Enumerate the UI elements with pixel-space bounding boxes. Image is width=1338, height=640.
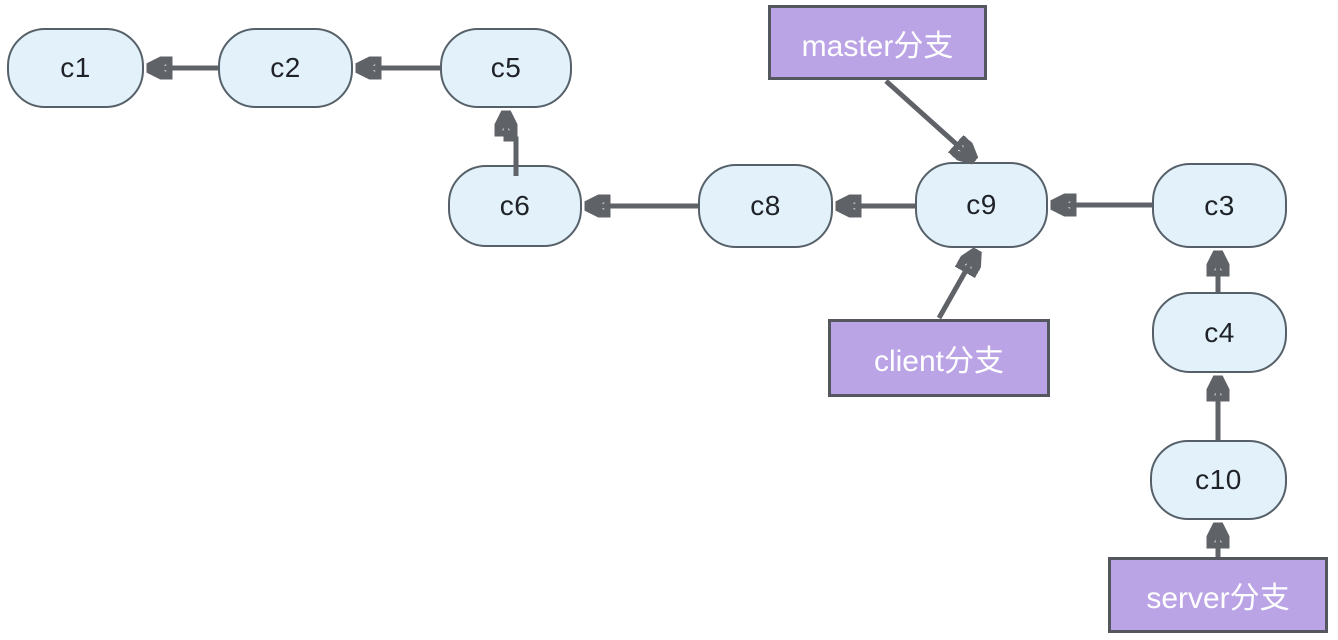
edge-master-to-c9 (884, 79, 974, 160)
commit-node-c3: c3 (1152, 163, 1287, 248)
commit-node-c5: c5 (440, 28, 572, 108)
branch-label-client-text: client分支 (873, 345, 1005, 378)
commit-label-c8: c8 (750, 190, 781, 221)
branch-label-server: server分支 (1108, 557, 1328, 633)
commit-label-c1: c1 (60, 52, 91, 83)
branch-label-server-text: server分支 (1146, 582, 1290, 615)
commit-label-c5: c5 (490, 52, 522, 83)
commit-node-c9: c9 (915, 162, 1048, 248)
branch-label-client: client分支 (828, 319, 1050, 397)
commit-label-c3: c3 (1204, 189, 1235, 221)
commit-label-c9: c9 (966, 189, 997, 220)
edge-client-to-c9 (936, 251, 977, 320)
commit-node-c10: c10 (1150, 440, 1287, 520)
commit-node-c6: c6 (448, 165, 582, 247)
branch-label-master: master分支 (768, 5, 987, 80)
commit-node-c8: c8 (698, 164, 833, 248)
commit-node-c1: c1 (7, 28, 144, 108)
commit-node-c2: c2 (218, 28, 353, 108)
commit-label-c10: c10 (1195, 464, 1242, 495)
commit-node-c4: c4 (1152, 292, 1287, 373)
commit-label-c4: c4 (1204, 316, 1235, 348)
commit-label-c2: c2 (270, 52, 301, 83)
commit-label-c6: c6 (499, 190, 531, 221)
branch-label-master-text: master分支 (801, 29, 954, 63)
